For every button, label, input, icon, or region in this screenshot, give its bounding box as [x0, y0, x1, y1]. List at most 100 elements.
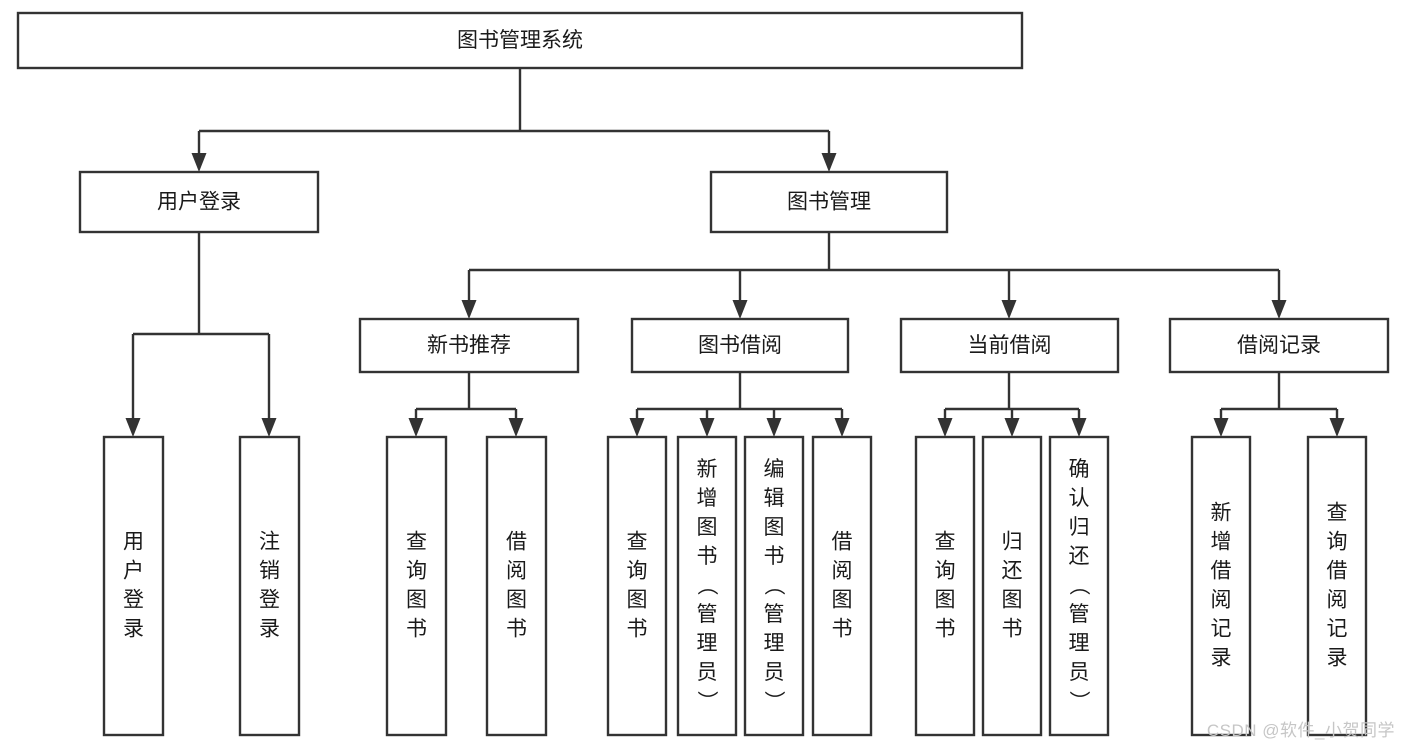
node-leaf-add-book-char-3: 书 — [697, 545, 718, 568]
node-user-login-label: 用户登录 — [157, 191, 241, 214]
node-leaf-query-book-2-box[interactable] — [606, 435, 668, 737]
node-borrow-record[interactable]: 借阅记录 — [1168, 317, 1390, 374]
node-book-borrow[interactable]: 图书借阅 — [630, 317, 850, 374]
watermark: CSDN @软件_小贺同学 — [1206, 721, 1395, 740]
node-leaf-query-book-1-char-3: 书 — [406, 618, 427, 641]
node-leaf-confirm-return-char-1: 认 — [1069, 487, 1090, 510]
node-root[interactable]: 图书管理系统 — [16, 11, 1024, 70]
node-leaf-query-book-3-char-0: 查 — [935, 531, 956, 554]
node-borrow-record-box[interactable] — [1168, 317, 1390, 374]
node-user-login[interactable]: 用户登录 — [78, 170, 320, 234]
node-leaf-borrow-book-1-char-2: 图 — [506, 589, 527, 612]
node-leaf-add-book-char-6: 理 — [697, 632, 718, 655]
arrow-level3-1-head — [732, 300, 748, 319]
node-leaf-query-book-1-char-2: 图 — [406, 589, 427, 612]
node-leaf-query-record-char-4: 记 — [1327, 618, 1348, 641]
node-user-login-box[interactable] — [78, 170, 320, 234]
node-leaf-add-book-char-4: （ — [695, 575, 718, 596]
node-leaf-query-record-char-3: 阅 — [1327, 589, 1348, 612]
node-book-manage-label: 图书管理 — [787, 191, 871, 214]
node-leaf-query-book-1-char-1: 询 — [406, 560, 427, 583]
arrow-leaf-1-head — [261, 418, 277, 437]
node-leaf-borrow-book-1-char-1: 阅 — [506, 560, 527, 583]
node-leaf-query-book-3-char-1: 询 — [935, 560, 956, 583]
node-leaf-user-logout-box[interactable] — [238, 435, 301, 737]
node-leaf-query-record-char-5: 录 — [1327, 647, 1348, 670]
node-leaf-query-record-char-2: 借 — [1327, 560, 1348, 583]
node-book-manage[interactable]: 图书管理 — [709, 170, 949, 234]
node-leaf-confirm-return-char-7: 员 — [1069, 661, 1090, 684]
node-leaf-user-login-char-0: 用 — [123, 531, 144, 554]
connectors-layer — [125, 68, 1345, 437]
node-leaf-return-book-char-2: 图 — [1002, 589, 1023, 612]
node-leaf-user-login-box[interactable] — [102, 435, 165, 737]
node-leaf-edit-book-char-1: 辑 — [764, 487, 785, 510]
node-leaf-query-record-box[interactable] — [1306, 435, 1368, 737]
arrow-leaf-0-head — [125, 418, 141, 437]
node-book-borrow-box[interactable] — [630, 317, 850, 374]
node-leaf-edit-book-char-0: 编 — [764, 458, 785, 481]
node-new-book-recommend[interactable]: 新书推荐 — [358, 317, 580, 374]
node-leaf-user-logout-char-2: 登 — [259, 589, 280, 612]
node-leaf-borrow-book-2-box[interactable] — [811, 435, 873, 737]
node-leaf-query-book-1-box[interactable] — [385, 435, 448, 737]
node-leaf-confirm-return-box[interactable] — [1048, 435, 1110, 737]
node-leaf-edit-book-char-8: ） — [762, 691, 785, 712]
node-leaf-query-book-2-char-0: 查 — [627, 531, 648, 554]
node-leaf-add-book-char-5: 管 — [697, 603, 718, 626]
node-leaf-return-book-box[interactable] — [981, 435, 1043, 737]
arrow-leaf-7-head — [834, 418, 850, 437]
node-leaf-add-record-box[interactable] — [1190, 435, 1252, 737]
node-leaf-user-login[interactable]: 用户登录 — [102, 435, 165, 737]
node-book-manage-box[interactable] — [709, 170, 949, 234]
node-leaf-return-book-char-1: 还 — [1002, 560, 1023, 583]
node-leaf-edit-book-box[interactable] — [743, 435, 805, 737]
arrow-level3-3-head — [1271, 300, 1287, 319]
node-leaf-add-book-box[interactable] — [676, 435, 738, 737]
node-leaf-add-book-char-1: 增 — [697, 487, 718, 510]
node-leaf-borrow-book-1-char-0: 借 — [506, 531, 527, 554]
node-current-borrow-box[interactable] — [899, 317, 1120, 374]
node-leaf-borrow-book-1-box[interactable] — [485, 435, 548, 737]
node-current-borrow[interactable]: 当前借阅 — [899, 317, 1120, 374]
node-leaf-add-book-char-0: 新 — [697, 458, 718, 481]
node-leaf-edit-book-char-2: 图 — [764, 516, 785, 539]
node-leaf-user-login-char-3: 录 — [123, 618, 144, 641]
arrow-leaf-8-head — [937, 418, 953, 437]
node-leaf-add-book-char-2: 图 — [697, 516, 718, 539]
node-leaf-confirm-return-char-5: 管 — [1069, 603, 1090, 626]
arrow-level2-0-head — [191, 153, 207, 172]
arrow-level3-0-head — [461, 300, 477, 319]
node-leaf-edit-book-char-5: 管 — [764, 603, 785, 626]
node-leaf-add-record-char-5: 录 — [1211, 647, 1232, 670]
node-leaf-user-logout-char-0: 注 — [259, 531, 280, 554]
node-leaf-user-logout-char-1: 销 — [259, 560, 280, 583]
arrow-level3-2-head — [1001, 300, 1017, 319]
node-leaf-query-book-2-char-2: 图 — [627, 589, 648, 612]
node-leaf-query-record-char-1: 询 — [1327, 531, 1348, 554]
node-leaf-add-record-char-1: 增 — [1211, 531, 1232, 554]
node-root-box[interactable] — [16, 11, 1024, 70]
node-leaf-query-book-3-box[interactable] — [914, 435, 976, 737]
node-leaf-borrow-book-2-char-3: 书 — [832, 618, 853, 641]
node-new-book-recommend-box[interactable] — [358, 317, 580, 374]
arrow-leaf-9-head — [1004, 418, 1020, 437]
node-leaf-confirm-return-char-6: 理 — [1069, 632, 1090, 655]
node-leaf-query-book-3-char-3: 书 — [935, 618, 956, 641]
node-leaf-query-book-2-char-1: 询 — [627, 560, 648, 583]
arrow-level2-1-head — [821, 153, 837, 172]
node-leaf-borrow-book-2-char-0: 借 — [832, 531, 853, 554]
